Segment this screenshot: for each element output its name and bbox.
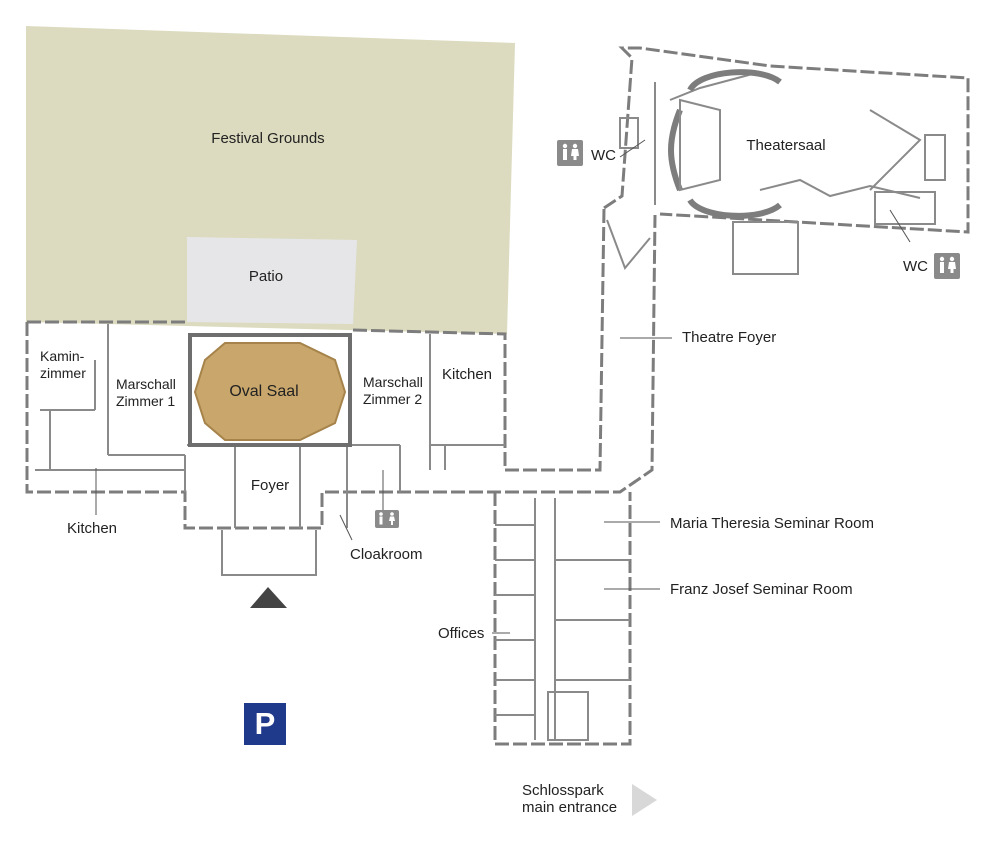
label-cloakroom: Cloakroom [350, 546, 423, 563]
label-kitchen-right: Kitchen [441, 366, 493, 383]
label-maria-theresia: Maria Theresia Seminar Room [670, 515, 874, 532]
schlosspark-arrow-icon [632, 784, 657, 816]
label-marschall2-line1: Marschall [363, 374, 423, 390]
label-theatre-foyer: Theatre Foyer [682, 329, 777, 346]
patio-area [187, 237, 357, 324]
label-schlosspark-line1: Schlosspark [522, 782, 604, 799]
label-oval-saal: Oval Saal [229, 383, 299, 400]
restroom-icon-right [934, 253, 960, 279]
label-kaminzimmer-line1: Kamin- [40, 348, 85, 364]
label-wc-left: WC [591, 147, 616, 164]
oval-saal-room [188, 333, 352, 447]
label-patio: Patio [248, 268, 284, 285]
label-marschall1-line1: Marschall [116, 376, 176, 392]
theatersaal-stage [679, 98, 721, 192]
label-theatersaal: Theatersaal [746, 137, 826, 154]
parking-icon: P [244, 703, 286, 745]
label-festival-grounds: Festival Grounds [211, 130, 325, 147]
label-marschall2-line2: Zimmer 2 [363, 391, 423, 407]
label-marschall-zimmer-1: Marschall Zimmer 1 [116, 376, 176, 410]
label-foyer: Foyer [250, 477, 290, 494]
label-offices: Offices [438, 625, 485, 642]
label-kitchen-left: Kitchen [66, 520, 118, 537]
entrance-arrow-icon [250, 587, 287, 608]
restroom-icon [557, 140, 583, 166]
label-schlosspark-entrance: Schlosspark main entrance [522, 782, 617, 816]
label-wc-right: WC [903, 258, 928, 275]
label-marschall1-line2: Zimmer 1 [116, 393, 176, 409]
label-franz-josef: Franz Josef Seminar Room [670, 581, 853, 598]
label-schlosspark-line2: main entrance [522, 799, 618, 816]
label-marschall-zimmer-2: Marschall Zimmer 2 [363, 374, 423, 408]
oval-saal-floor [193, 342, 347, 441]
theatersaal-hall [668, 69, 782, 219]
label-kaminzimmer-line2: zimmer [40, 365, 86, 381]
festival-grounds-area [26, 26, 515, 334]
accessible-restroom-icon [375, 510, 399, 528]
label-kaminzimmer: Kamin- zimmer [40, 348, 86, 382]
